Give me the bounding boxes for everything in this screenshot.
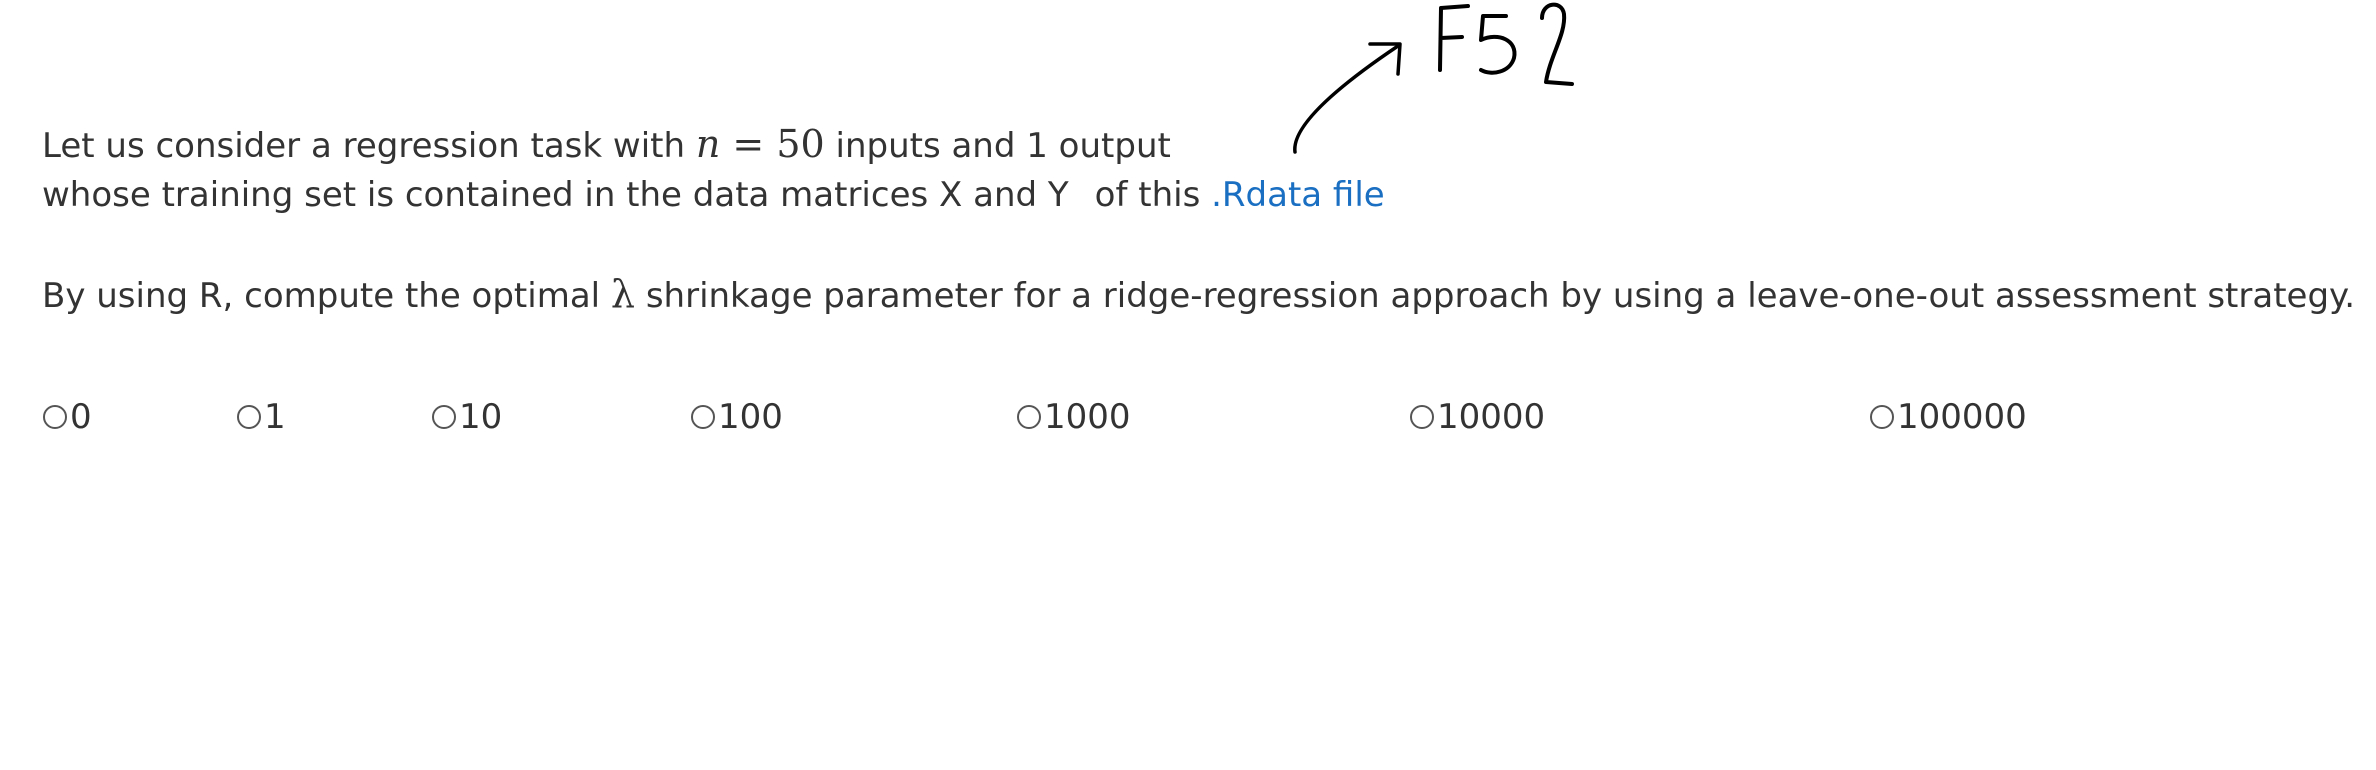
option-label: 1: [264, 397, 286, 437]
radio-button[interactable]: [237, 405, 261, 429]
option-label: 100: [718, 397, 783, 437]
question-line-3: By using R, compute the optimal λ shrink…: [42, 269, 2355, 321]
annotation-letter-f: [1438, 4, 1470, 72]
question-line-1: Let us consider a regression task with n…: [42, 119, 1171, 171]
lambda-symbol: λ: [610, 272, 636, 316]
question-text: By using R, compute the optimal: [42, 276, 611, 316]
radio-button[interactable]: [43, 405, 67, 429]
option-label: 100000: [1897, 397, 2027, 437]
option-100[interactable]: 100: [691, 392, 783, 442]
handwritten-annotation: [1293, 2, 1574, 154]
annotation-digit-2: [1540, 2, 1574, 86]
question-line-2: whose training set is contained in the d…: [42, 170, 1385, 220]
math-value: = 50: [720, 122, 825, 166]
option-0[interactable]: 0: [43, 392, 92, 442]
option-100000[interactable]: 100000: [1870, 392, 2027, 442]
option-label: 10000: [1437, 397, 1546, 437]
option-1000[interactable]: 1000: [1017, 392, 1131, 442]
question-text: whose training set is contained in the d…: [42, 175, 1069, 215]
radio-button[interactable]: [432, 405, 456, 429]
annotation-digit-5: [1479, 14, 1517, 75]
rdata-file-link[interactable]: .Rdata file: [1211, 175, 1385, 215]
radio-button[interactable]: [691, 405, 715, 429]
option-1[interactable]: 1: [237, 392, 286, 442]
annotation-arrowhead: [1368, 42, 1402, 76]
question-text: shrinkage parameter for a ridge-regressi…: [635, 276, 2356, 316]
option-10000[interactable]: 10000: [1410, 392, 1545, 442]
question-text: inputs and 1 output: [824, 126, 1171, 166]
answer-options: 0 1 10 100 1000 10000 100000: [0, 392, 2376, 442]
math-expression: n = 50: [696, 122, 825, 166]
option-label: 1000: [1044, 397, 1131, 437]
math-variable: n: [695, 122, 721, 166]
radio-button[interactable]: [1017, 405, 1041, 429]
question-text: Let us consider a regression task with: [42, 126, 696, 166]
option-label: 10: [459, 397, 503, 437]
option-10[interactable]: 10: [432, 392, 502, 442]
question-text: of this: [1094, 175, 1212, 215]
option-label: 0: [70, 397, 92, 437]
radio-button[interactable]: [1870, 405, 1894, 429]
annotation-arrow-icon: [1293, 44, 1400, 154]
radio-button[interactable]: [1410, 405, 1434, 429]
